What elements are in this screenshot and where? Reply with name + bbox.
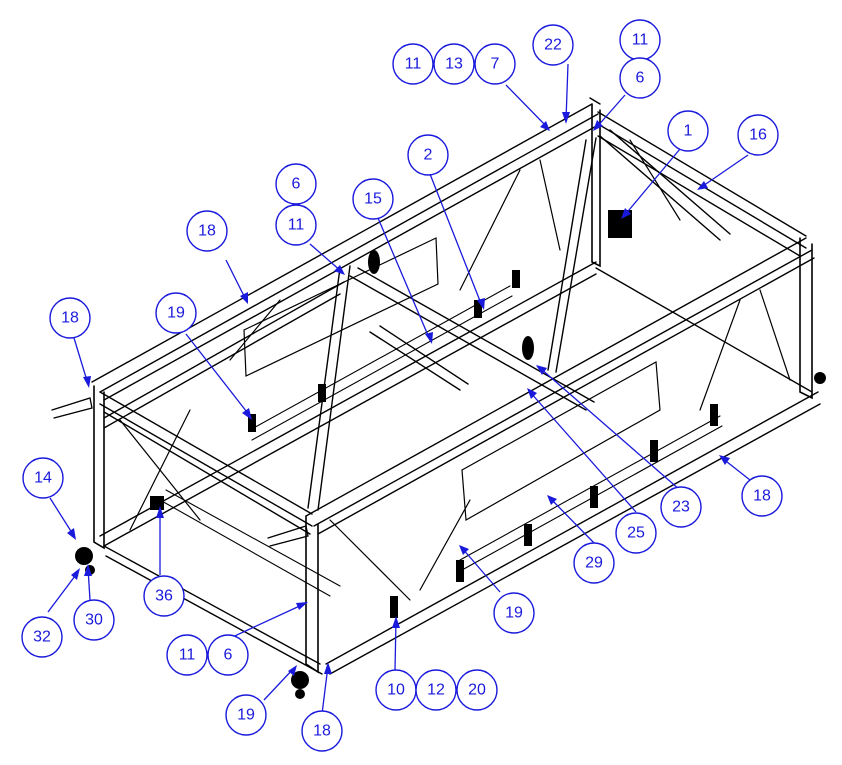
svg-text:6: 6	[292, 176, 301, 193]
svg-text:18: 18	[61, 310, 79, 327]
frame-drawing	[51, 97, 826, 699]
callout-10: 10	[375, 669, 417, 711]
svg-text:11: 11	[405, 56, 422, 73]
callout-6: 6	[207, 634, 249, 676]
callout-6: 6	[619, 57, 661, 99]
svg-text:19: 19	[167, 305, 185, 322]
callout-2: 2	[407, 134, 449, 176]
back-top-rail	[91, 97, 601, 401]
callout-29: 29	[573, 542, 615, 584]
svg-text:29: 29	[585, 555, 603, 572]
callout-14: 14	[22, 457, 64, 499]
callout-25: 25	[615, 512, 657, 554]
svg-text:15: 15	[364, 191, 382, 208]
callout-22: 22	[532, 24, 574, 66]
svg-text:7: 7	[491, 56, 500, 73]
callout-1: 1	[667, 110, 709, 152]
svg-text:18: 18	[198, 223, 216, 240]
svg-text:16: 16	[749, 127, 767, 144]
callout-18: 18	[49, 297, 91, 339]
svg-text:12: 12	[427, 682, 445, 699]
callout-13: 13	[433, 43, 475, 85]
svg-text:11: 11	[288, 217, 305, 234]
callout-19: 19	[155, 292, 197, 334]
svg-text:30: 30	[85, 612, 103, 629]
callout-11: 11	[619, 19, 661, 61]
callout-15: 15	[352, 178, 394, 220]
svg-text:11: 11	[179, 647, 196, 664]
callout-7: 7	[474, 43, 516, 85]
callout-bubbles: 11 13 7 22 11 6 1 16 2 6 15 11 18 18 19 …	[21, 19, 783, 752]
svg-text:19: 19	[505, 605, 523, 622]
corner-posts	[93, 103, 813, 674]
callout-30: 30	[73, 599, 115, 641]
svg-text:36: 36	[155, 588, 173, 605]
callout-11: 11	[166, 634, 208, 676]
svg-text:1: 1	[684, 123, 693, 140]
svg-text:11: 11	[632, 32, 649, 49]
callout-18: 18	[741, 475, 783, 517]
bottom-rails	[99, 261, 821, 675]
diagonal-braces	[103, 129, 731, 511]
svg-text:2: 2	[424, 147, 433, 164]
callout-18: 18	[301, 710, 343, 752]
svg-text:6: 6	[224, 647, 233, 664]
svg-text:23: 23	[672, 499, 690, 516]
callout-18: 18	[186, 210, 228, 252]
svg-text:18: 18	[313, 723, 331, 740]
svg-text:18: 18	[753, 488, 771, 505]
svg-text:14: 14	[34, 470, 52, 487]
svg-text:19: 19	[237, 707, 255, 724]
callout-23: 23	[660, 486, 702, 528]
callout-36: 36	[143, 575, 185, 617]
svg-text:25: 25	[627, 525, 645, 542]
svg-text:22: 22	[544, 37, 562, 54]
callout-11: 11	[392, 43, 434, 85]
svg-text:10: 10	[387, 682, 405, 699]
leader-lines	[47, 63, 751, 715]
lifting-loops	[368, 210, 632, 360]
callout-11: 11	[275, 204, 317, 246]
left-top-rail	[99, 391, 313, 535]
svg-text:6: 6	[636, 70, 645, 87]
svg-text:20: 20	[468, 682, 486, 699]
bottom-brackets	[150, 270, 718, 618]
callout-20: 20	[456, 669, 498, 711]
callout-16: 16	[737, 114, 779, 156]
callout-6: 6	[275, 163, 317, 205]
callout-19: 19	[225, 694, 267, 736]
side-x-bracing	[119, 139, 791, 601]
svg-text:32: 32	[33, 629, 51, 646]
callout-12: 12	[415, 669, 457, 711]
svg-text:13: 13	[445, 56, 463, 73]
callout-19: 19	[493, 592, 535, 634]
callout-32: 32	[21, 616, 63, 658]
